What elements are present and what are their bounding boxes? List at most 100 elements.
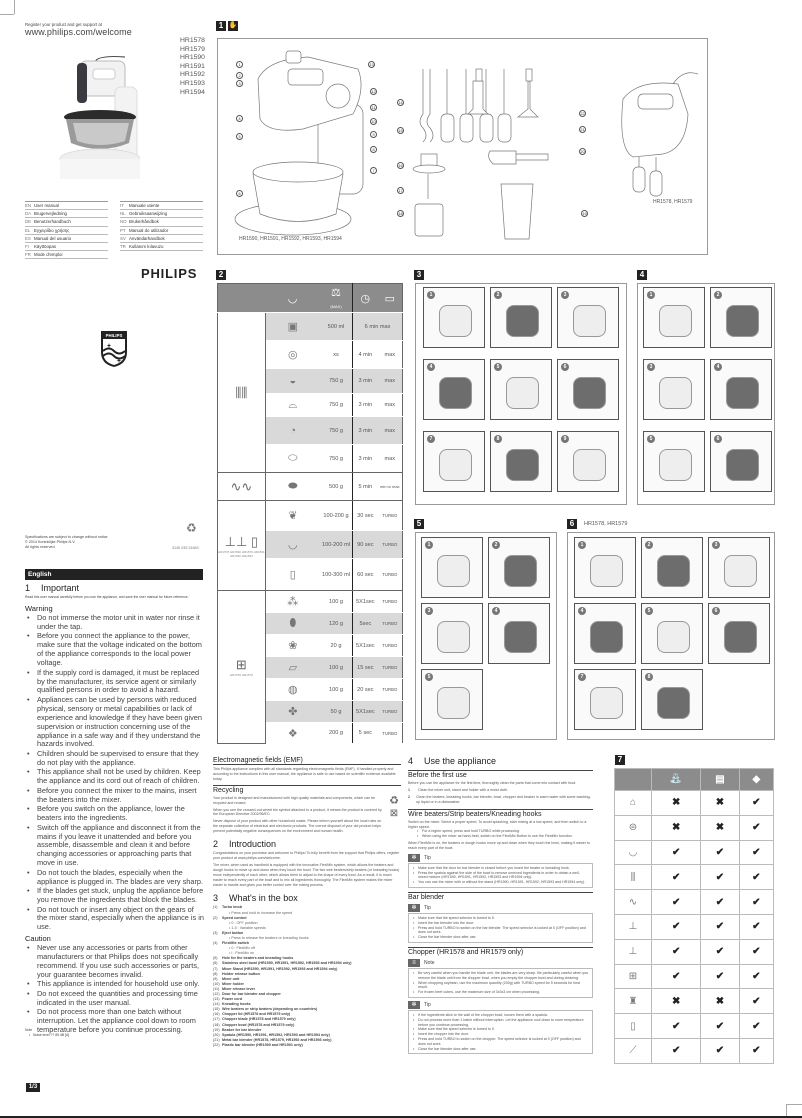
time-cell: 5X1sec	[352, 700, 378, 723]
step-number: 9	[561, 435, 569, 443]
section-title: Important	[41, 583, 80, 593]
appliance-drawing	[573, 304, 606, 337]
part-item: (19)Beaker for bar blender	[213, 1028, 401, 1033]
part-callout: 21	[579, 126, 586, 133]
appliance-drawing	[659, 304, 692, 337]
warning-item: Before you connect the appliance to the …	[25, 632, 205, 668]
section-number: 2	[213, 839, 219, 850]
sauce-icon: ◔	[265, 416, 320, 445]
part-number: (20)	[213, 1032, 220, 1037]
dishwasher-icon: ▤	[715, 774, 725, 785]
beaters-text: When FlexiMix is on, the beaters or doug…	[408, 841, 590, 850]
part-cell: ▯	[614, 1013, 652, 1039]
appliance-drawing	[590, 686, 623, 719]
part-item: (11)Mixer release lever	[213, 987, 401, 992]
model-number: HR1593	[180, 79, 205, 87]
step-number: 2	[492, 541, 500, 549]
speed-cell: max	[377, 393, 403, 417]
language-label: Manual do utilizador	[129, 227, 169, 233]
recycling-text: Your product is designed and manufacture…	[213, 795, 376, 805]
tool-models-caption: HR1578 HR1590 HR1579 HR1591 HR1592 HR159…	[218, 549, 265, 558]
part-item: (21)Metal bar blender (HR1578, HR1579, H…	[213, 1038, 401, 1043]
step-number: 6	[561, 363, 569, 371]
time-cell: 5X1sec	[352, 634, 378, 657]
tip-header: ✻Tip	[408, 1001, 593, 1009]
max-label: (MAX)	[330, 303, 342, 309]
language-code: ES	[25, 235, 31, 241]
tip-item: Press and hold TURBO to switch on the ba…	[412, 926, 589, 936]
part-callout: 3	[236, 80, 243, 87]
welcome-url[interactable]: www.philips.com/welcome	[25, 27, 132, 37]
beaters-heading: Wire beaters/Strip beaters/Kneading hook…	[408, 808, 593, 818]
cleaning-cell: ✔	[738, 790, 775, 816]
cleaning-cell: ✔	[738, 913, 775, 940]
language-label: Manuale utente	[129, 203, 160, 208]
part-number: (8)	[213, 971, 218, 976]
warning-item: Switch off the appliance and disconnect …	[25, 823, 205, 869]
step-number: 3	[561, 291, 569, 299]
philips-shield-logo: PHILIPS	[101, 331, 127, 367]
language-label: Manual del usuario	[34, 235, 72, 241]
step-number: 1	[647, 291, 655, 299]
part-callout: 19	[581, 210, 588, 217]
cleaning-cell: ✖	[650, 790, 702, 816]
step-illustration: 6	[557, 359, 619, 420]
check-icon: ✔	[715, 896, 725, 908]
part-number: (6)	[213, 961, 218, 966]
appliance-drawing	[573, 448, 606, 481]
part-item: (17)Chopper blade (HR1578 and HR1579 onl…	[213, 1017, 401, 1022]
part-label: Plastic bar blender (HR1590 and HR1591 o…	[222, 1042, 303, 1047]
table-row: ⊞✔✔✔	[614, 963, 775, 990]
time-cell: 30 sec	[352, 500, 378, 531]
step-illustration: 1	[643, 287, 705, 348]
time-cell: 3 min	[352, 393, 378, 417]
tip-icon: ✻	[408, 853, 420, 862]
panel-6-label: 6	[567, 519, 577, 529]
part-label: Beaker for bar blender	[222, 1027, 262, 1032]
step-number: 3	[425, 607, 433, 615]
cleaning-cell: ✔	[738, 889, 775, 915]
quantity-cell: 500 g	[319, 472, 353, 501]
first-use-heading: Before the first use	[408, 770, 593, 779]
speed-cell: max	[377, 416, 403, 445]
panel-4-label: 4	[637, 270, 647, 280]
beaters-icon: ⫼	[630, 871, 636, 883]
check-icon: ✔	[715, 846, 725, 858]
check-icon: ✔	[752, 797, 761, 809]
part-number: (13)	[213, 997, 220, 1002]
language-bar: English	[25, 569, 203, 580]
part-item: (18)Chopper bowl (HR1578 and HR1579 only…	[213, 1023, 401, 1028]
recycling-text: Never dispose of your product with other…	[213, 819, 382, 834]
table-row: ♜✖✖✔	[614, 988, 775, 1015]
language-code: TR	[120, 243, 126, 249]
cross-icon: ✖	[671, 822, 681, 834]
tip-list: If the ingredients stick to the wall of …	[408, 1010, 593, 1055]
crop-mark	[0, 14, 14, 15]
note-label: Note	[424, 960, 435, 967]
cross-icon: ✖	[715, 797, 725, 809]
speed-cell: max	[377, 368, 403, 394]
step-illustration: 3	[421, 603, 483, 664]
step-illustration: 1	[421, 537, 483, 598]
tip-label: Tip	[424, 905, 431, 912]
step-number: 4	[492, 607, 500, 615]
cleaning-cell: ✔	[738, 814, 775, 841]
check-icon: ✔	[715, 970, 725, 982]
nuts-icon: ⁂	[265, 590, 320, 613]
tip-header: ✻Tip	[408, 904, 593, 913]
tip-item: Insert the bar blender into the door.	[412, 921, 589, 926]
part-label: Wire beaters or strip beaters (depending…	[222, 1007, 318, 1012]
step-number: 5	[645, 607, 653, 615]
part-label: Mixer release lever	[222, 986, 256, 991]
table-row: ▯✔✔✔	[614, 1013, 775, 1039]
specs-line: Specifications are subject to change wit…	[25, 535, 108, 539]
tip-item: Press and hold TURBO to switch on the ch…	[412, 1037, 589, 1047]
quantity-cell: 120 g	[319, 612, 353, 635]
language-code: SV	[120, 235, 126, 241]
specs-notice: Specifications are subject to change wit…	[25, 535, 108, 550]
cleaning-cell: ✔	[700, 963, 740, 990]
